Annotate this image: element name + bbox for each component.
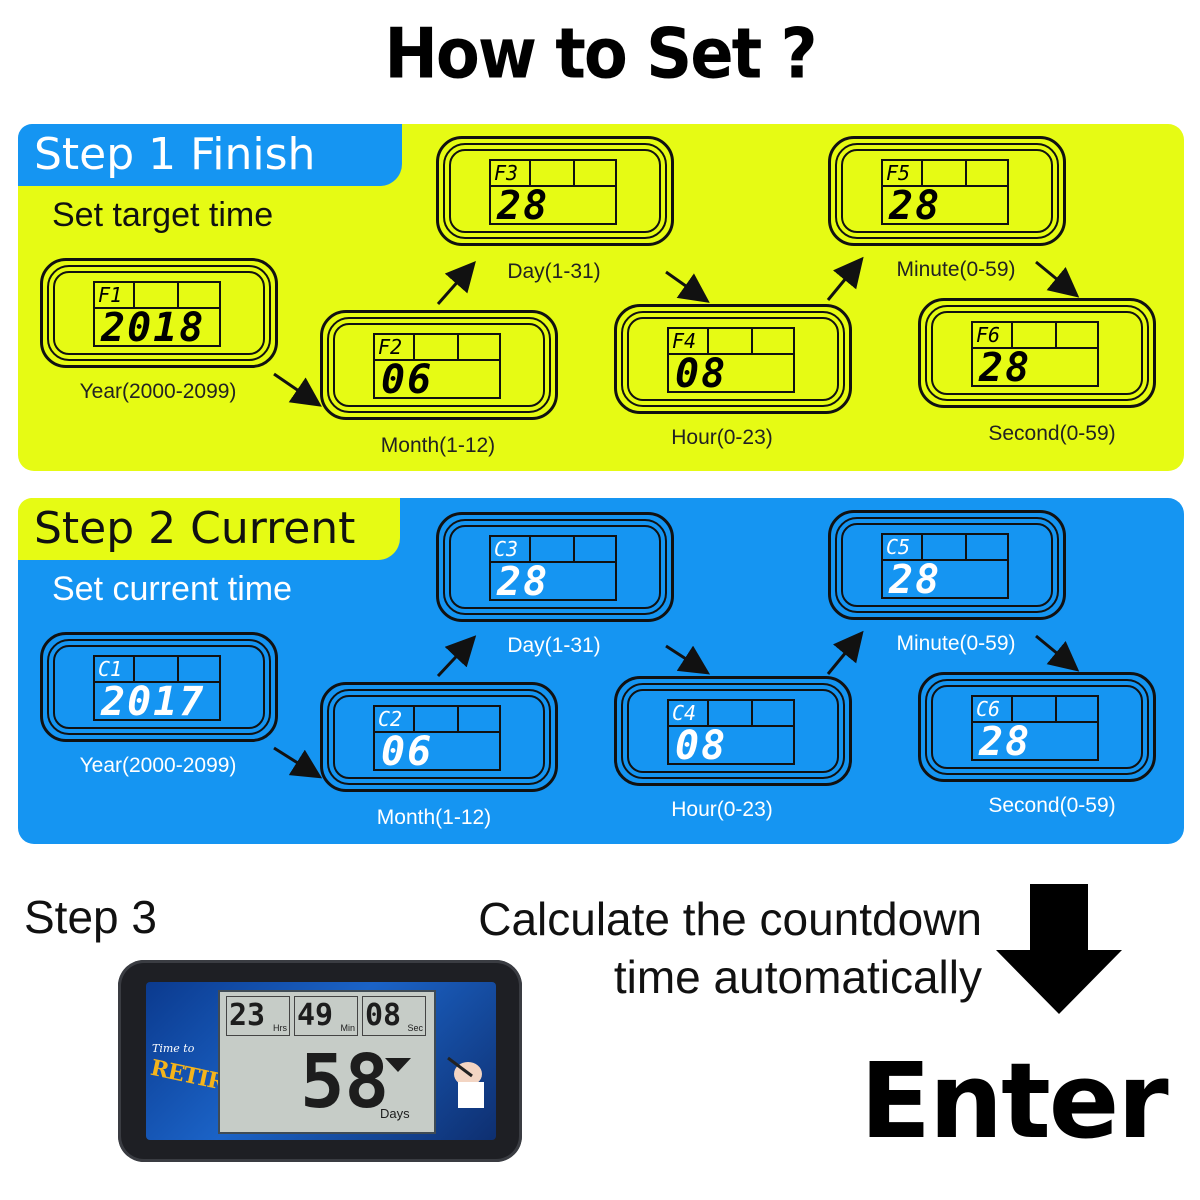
device-f5: F5 28	[828, 136, 1066, 246]
device-c3: C3 28	[436, 512, 674, 622]
step2-subtitle: Set current time	[52, 570, 292, 608]
logo-time-to: Time to	[152, 1042, 195, 1055]
arrow-icon	[273, 372, 322, 407]
days-value: 58	[300, 1039, 390, 1125]
label-month: Month(1-12)	[380, 434, 496, 457]
label-minute: Minute(0-59)	[896, 258, 1016, 281]
arrow-icon	[665, 270, 710, 303]
step1-arrows	[273, 256, 1080, 407]
seconds-value: 08	[365, 998, 402, 1033]
seconds-cell: 08 Sec	[362, 996, 426, 1036]
minutes-unit: Min	[340, 1023, 355, 1033]
label-second: Second(0-59)	[988, 422, 1116, 445]
device-c6: C6 28	[918, 672, 1156, 782]
step3-description: Calculate the countdown time automatical…	[410, 890, 982, 1006]
down-arrow-icon	[996, 884, 1122, 1014]
step1-subtitle: Set target time	[52, 196, 274, 234]
step3-label: Step 3	[24, 891, 157, 943]
device-f6: F6 28	[918, 298, 1156, 408]
step2-arrows	[273, 630, 1080, 779]
label-hour: Hour(0-23)	[671, 798, 773, 821]
step1-tab: Step 1 Finish	[18, 124, 402, 186]
hours-cell: 23 Hrs	[226, 996, 290, 1036]
minutes-value: 49	[297, 998, 334, 1033]
device-c4: C4 08	[614, 676, 852, 786]
label-second: Second(0-59)	[988, 794, 1116, 817]
arrow-icon	[436, 635, 477, 678]
label-day: Day(1-31)	[507, 260, 601, 283]
device-f2: F2 06	[320, 310, 558, 420]
arrow-icon	[665, 644, 711, 675]
seconds-unit: Sec	[407, 1023, 423, 1033]
label-year: Year(2000-2099)	[79, 380, 237, 403]
label-day: Day(1-31)	[507, 634, 601, 657]
arrow-icon	[273, 746, 323, 779]
label-year: Year(2000-2099)	[79, 754, 237, 777]
arrow-icon	[826, 256, 864, 301]
hours-unit: Hrs	[273, 1023, 287, 1033]
device-screen: Time to RETIRE 23 Hrs 49 Min 08 Sec 58 D…	[146, 982, 496, 1140]
countdown-device: Time to RETIRE 23 Hrs 49 Min 08 Sec 58 D…	[118, 960, 522, 1162]
device-c5: C5 28	[828, 510, 1066, 620]
triangle-down-icon	[385, 1058, 411, 1072]
device-c2: C2 06	[320, 682, 558, 792]
minutes-cell: 49 Min	[294, 996, 358, 1036]
device-f1: F1 2018	[40, 258, 278, 368]
step2-tab: Step 2 Current	[18, 498, 400, 560]
countdown-lcd: 23 Hrs 49 Min 08 Sec 58 Days	[218, 990, 436, 1134]
arrow-icon	[436, 261, 476, 305]
days-unit: Days	[380, 1106, 410, 1121]
hours-value: 23	[229, 998, 266, 1033]
device-c1: C1 2017	[40, 632, 278, 742]
page-title: How to Set ?	[384, 15, 817, 95]
step1-panel: Step 1 Finish Set target time F1 2018 Ye…	[18, 124, 1184, 471]
step3-description-line1: Calculate the countdown	[478, 893, 982, 945]
step2-panel: Step 2 Current Set current time C1 2017 …	[18, 498, 1184, 844]
arrow-icon	[1035, 260, 1080, 298]
enter-label: Enter	[860, 1040, 1169, 1162]
arrow-icon	[1035, 634, 1080, 672]
step3-description-line2: time automatically	[613, 951, 982, 1003]
arrow-icon	[826, 630, 864, 675]
device-f3: F3 28	[436, 136, 674, 246]
label-minute: Minute(0-59)	[896, 632, 1016, 655]
writing-hand-icon	[447, 1056, 484, 1108]
device-f4: F4 08	[614, 304, 852, 414]
label-hour: Hour(0-23)	[671, 426, 773, 449]
label-month: Month(1-12)	[376, 806, 492, 829]
